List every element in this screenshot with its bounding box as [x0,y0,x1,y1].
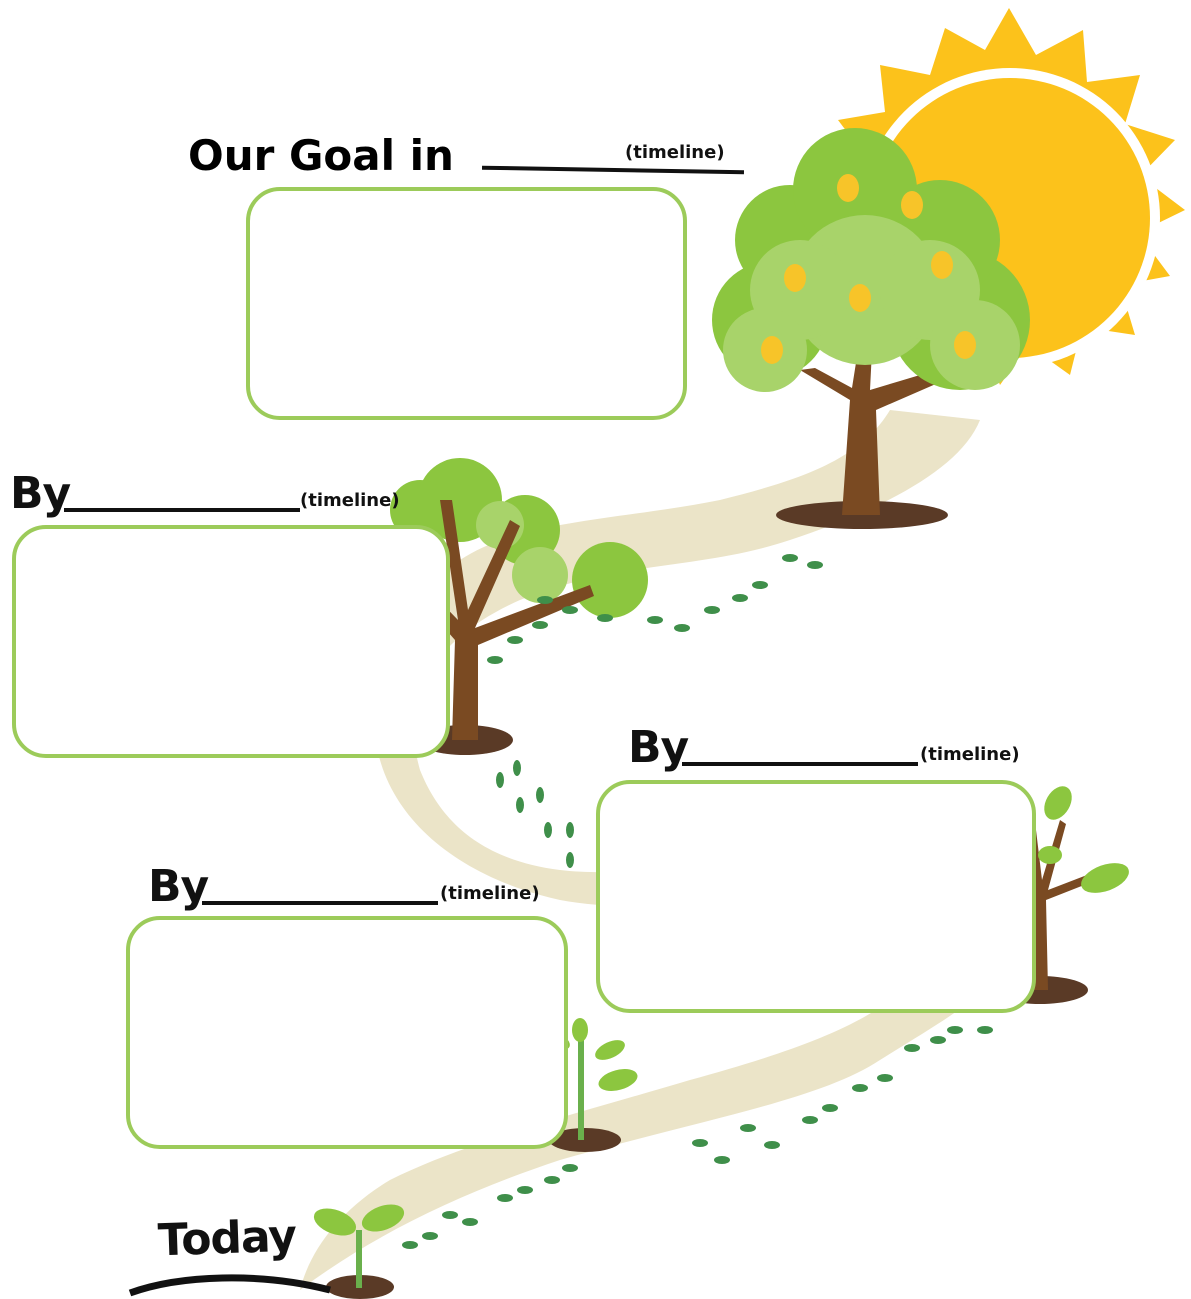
milestone-3-timeline-blank[interactable] [202,901,438,905]
milestone-2-prefix: By [628,722,689,773]
sprout-icon [313,1204,405,1299]
milestone-1-prefix: By [10,468,71,519]
today-label: Today [157,1210,297,1267]
milestone-3-prefix: By [148,861,209,912]
goal-timeline-label: (timeline) [625,142,725,163]
path-icon [300,410,1000,1290]
milestone-1-timeline-label: (timeline) [300,490,400,511]
footprints-icon [402,554,993,1249]
today-underline [128,1274,331,1297]
milestone-1-box[interactable] [12,525,450,758]
fruit-tree-icon [712,128,1030,529]
goal-box[interactable] [246,187,687,420]
milestone-2-box[interactable] [596,780,1036,1013]
milestone-3-timeline-label: (timeline) [440,883,540,904]
milestone-2-timeline-blank[interactable] [682,762,918,766]
milestone-2-timeline-label: (timeline) [920,744,1020,765]
milestone-1-timeline-blank[interactable] [64,508,300,512]
milestone-3-box[interactable] [126,916,568,1149]
page-title: Our Goal in [188,131,454,180]
